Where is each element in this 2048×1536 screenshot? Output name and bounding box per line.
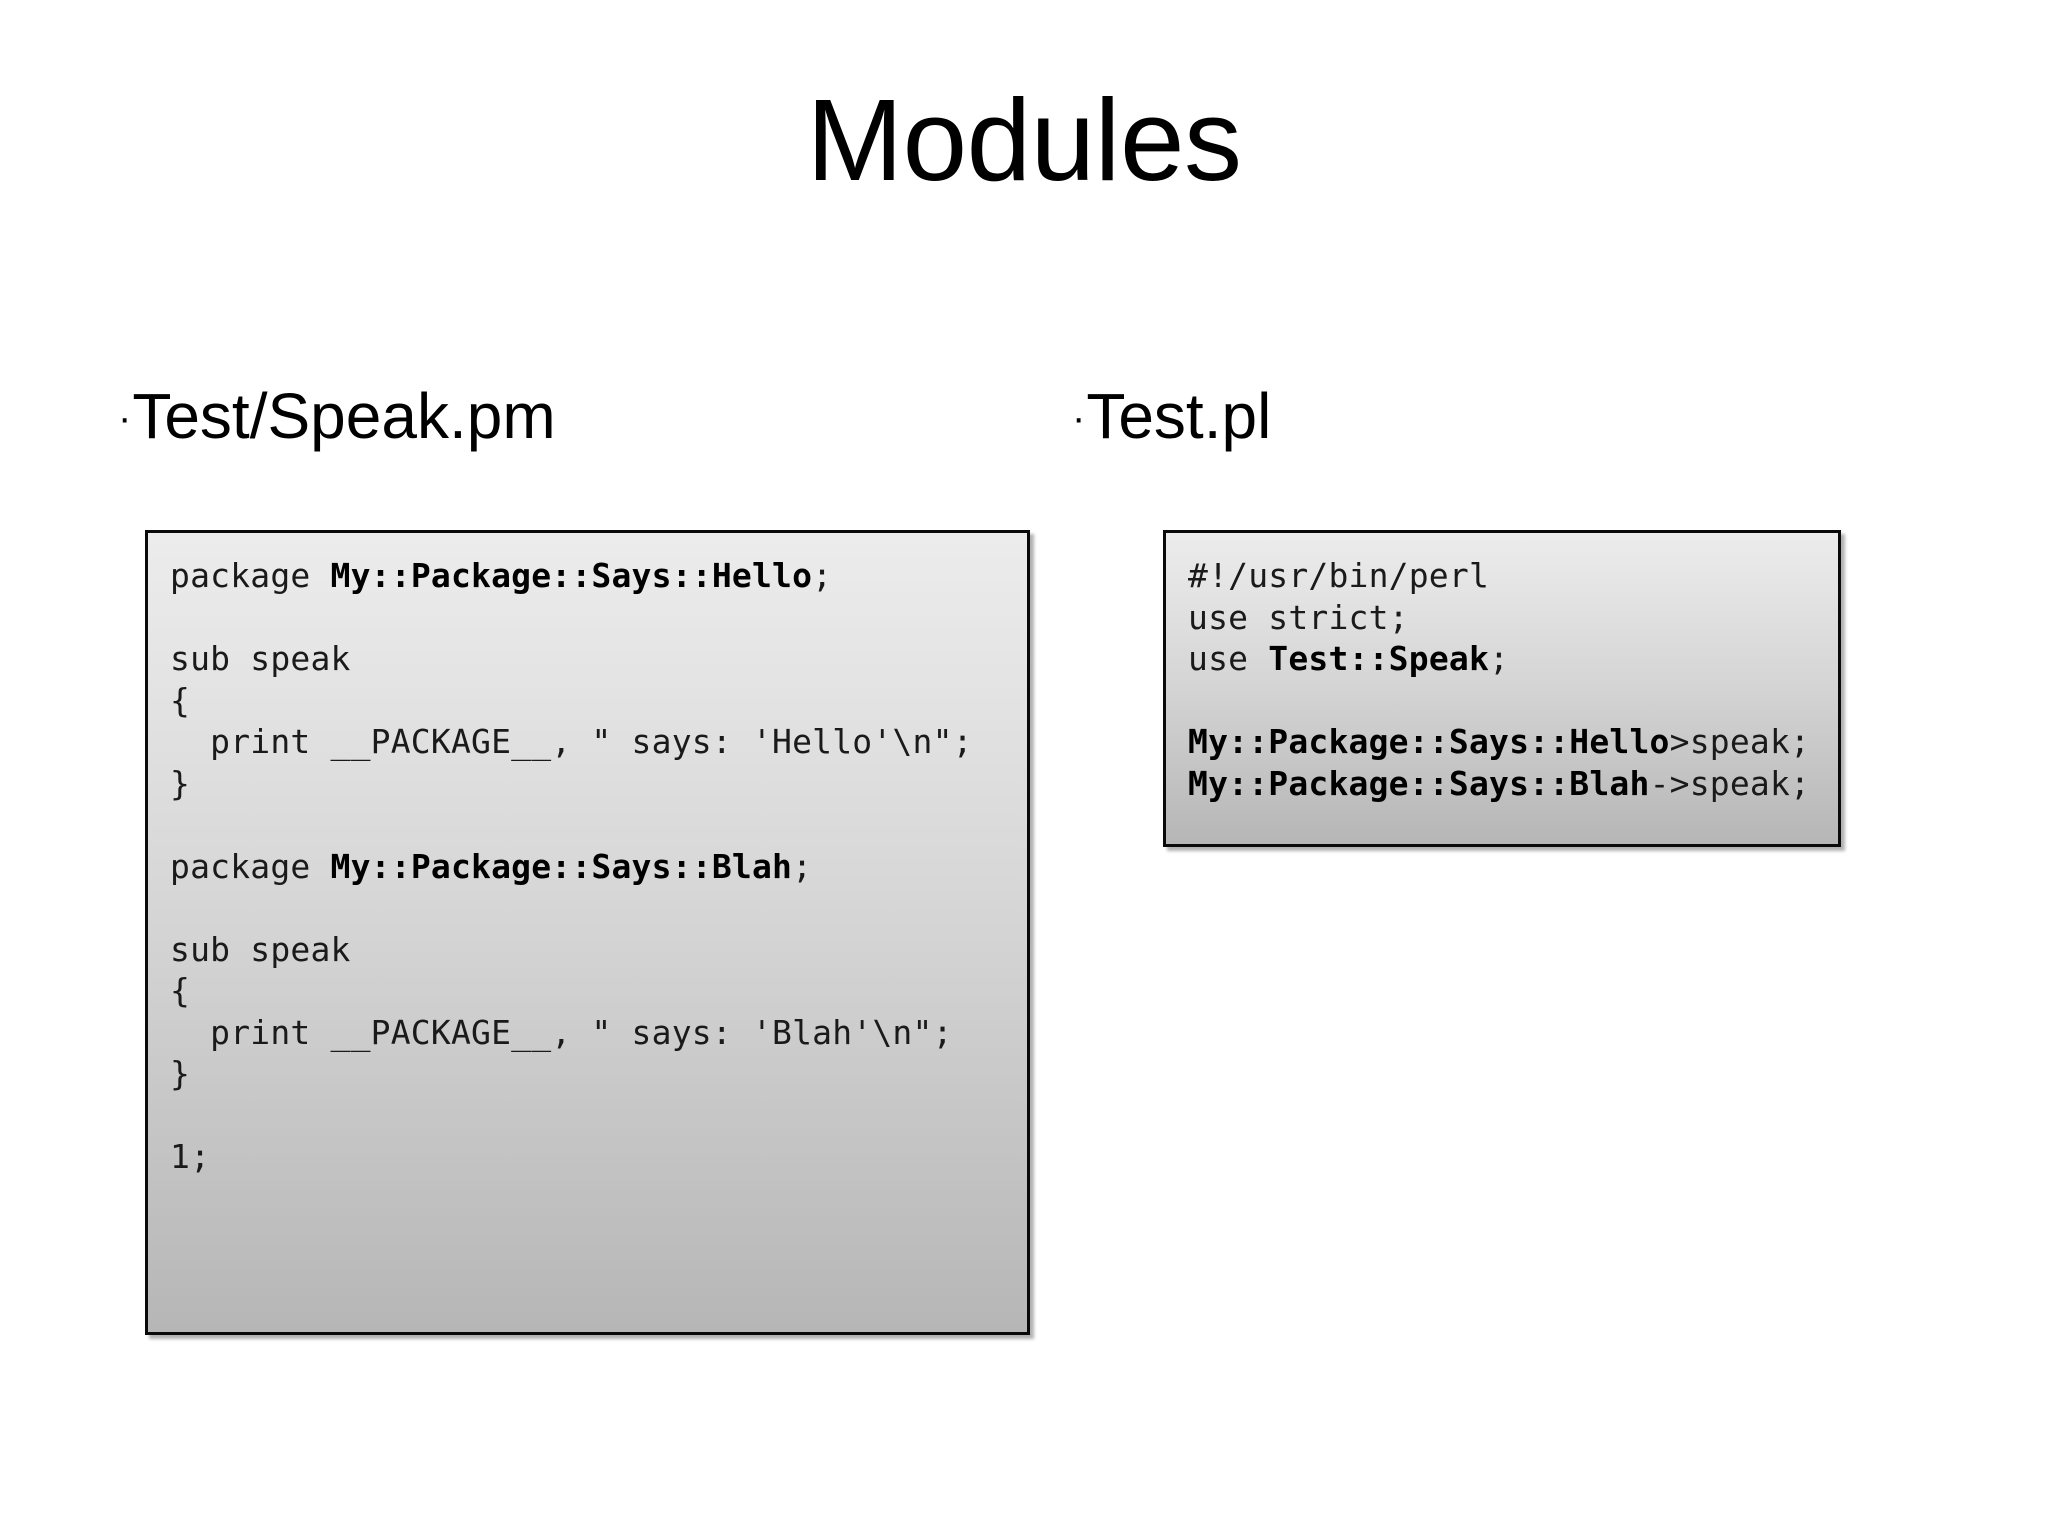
code-line (1188, 680, 1838, 722)
code-line: package My::Package::Says::Hello; (170, 556, 833, 595)
code-line (170, 804, 1027, 846)
code-line: My::Package::Says::Blah->speak; (1188, 763, 1811, 803)
code-token-emphasis: My::Package::Says::Hello (330, 556, 813, 595)
code-line (170, 887, 1027, 929)
code-token-emphasis: My::Package::Says::Hello (1188, 722, 1670, 761)
code-line (170, 1095, 1027, 1137)
code-token-emphasis: My::Package::Says::Blah (330, 846, 793, 886)
code-line: use strict; (1188, 597, 1409, 637)
heading-module-file: ·Test/Speak.pm (118, 384, 556, 448)
code-line: print __PACKAGE__, " says: 'Blah'\n"; (170, 1012, 953, 1052)
code-line: } (170, 1054, 191, 1093)
heading-script-file: ·Test.pl (1072, 384, 1271, 448)
code-line: } (170, 763, 191, 803)
code-line: package My::Package::Says::Blah; (170, 846, 813, 886)
code-line: 1; (170, 1137, 211, 1176)
code-token-emphasis: My::Package::Says::Blah (1188, 763, 1650, 803)
code-line: print __PACKAGE__, " says: 'Hello'\n"; (170, 722, 973, 761)
code-token-emphasis: Test::Speak (1268, 639, 1490, 678)
heading-label-script-file: Test.pl (1086, 380, 1272, 452)
code-line: use Test::Speak; (1188, 639, 1510, 678)
code-line: My::Package::Says::Hello>speak; (1188, 722, 1811, 761)
code-content-module-file: package My::Package::Says::Hello; sub sp… (148, 533, 1027, 1178)
bullet-icon: · (1072, 395, 1086, 440)
code-line: { (170, 680, 191, 720)
code-line (170, 597, 1027, 639)
code-line: sub speak (170, 929, 351, 969)
code-line: #!/usr/bin/perl (1188, 556, 1490, 595)
bullet-icon: · (118, 395, 132, 440)
code-box-module-file: package My::Package::Says::Hello; sub sp… (145, 530, 1030, 1335)
code-line: { (170, 971, 191, 1010)
heading-label-module-file: Test/Speak.pm (132, 380, 556, 452)
code-line: sub speak (170, 639, 351, 678)
page-title: Modules (806, 75, 1242, 205)
